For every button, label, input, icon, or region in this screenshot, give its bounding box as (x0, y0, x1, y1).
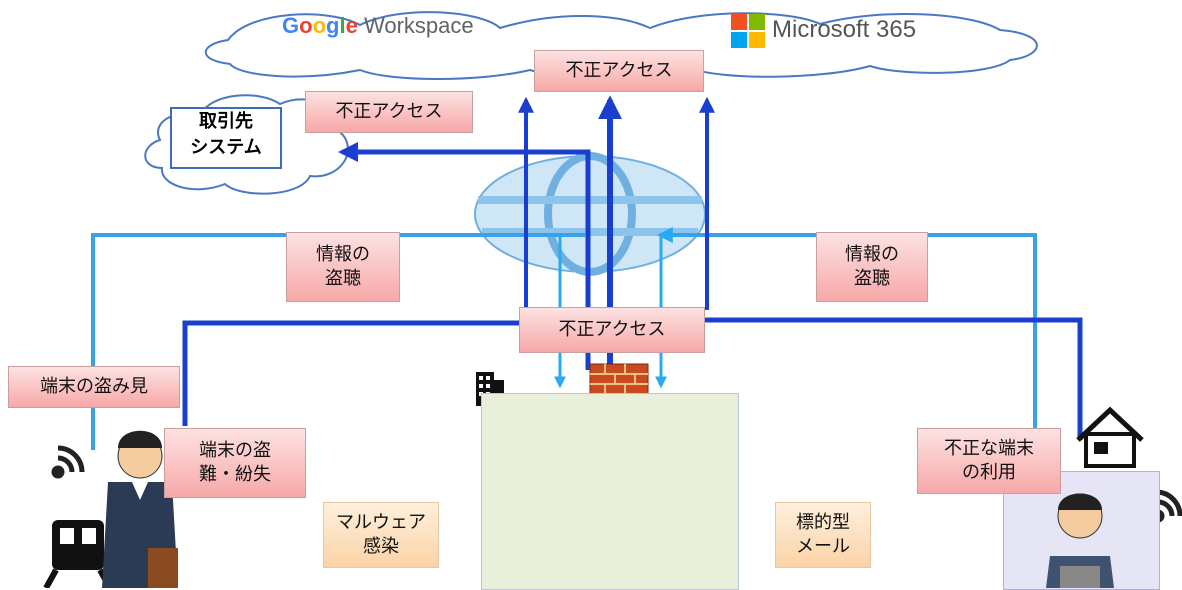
commuter-worker-icon (102, 430, 178, 588)
google-workspace-logo: Google Workspace (282, 13, 474, 38)
microsoft-365-label: Microsoft 365 (772, 16, 917, 43)
partner-system-label: 取引先 システム (170, 107, 282, 169)
eavesdrop-left-label: 情報の 盗聴 (286, 232, 400, 302)
firewall-icon (589, 363, 649, 395)
home-worker-icon (1046, 493, 1114, 588)
cloud-icon (204, 11, 1038, 80)
device-theft-loss-label: 端末の盗 難・紛失 (164, 428, 306, 498)
eavesdrop-right-label: 情報の 盗聴 (816, 232, 928, 302)
malware-infection-label: マルウェア 感染 (323, 502, 439, 568)
cloud-unauthorized-access-label: 不正アクセス (534, 50, 704, 92)
center-unauthorized-access-label: 不正アクセス (519, 307, 705, 353)
partner-unauthorized-access-label: 不正アクセス (305, 91, 473, 133)
wifi-icon (51, 445, 85, 479)
device-peeking-label: 端末の盗み見 (8, 366, 180, 408)
train-icon (43, 520, 113, 588)
house-icon (1076, 406, 1144, 468)
office-area (481, 393, 739, 590)
unauthorized-device-label: 不正な端末 の利用 (917, 428, 1061, 494)
microsoft-logo-icon (731, 14, 765, 48)
targeted-email-label: 標的型 メール (775, 502, 871, 568)
